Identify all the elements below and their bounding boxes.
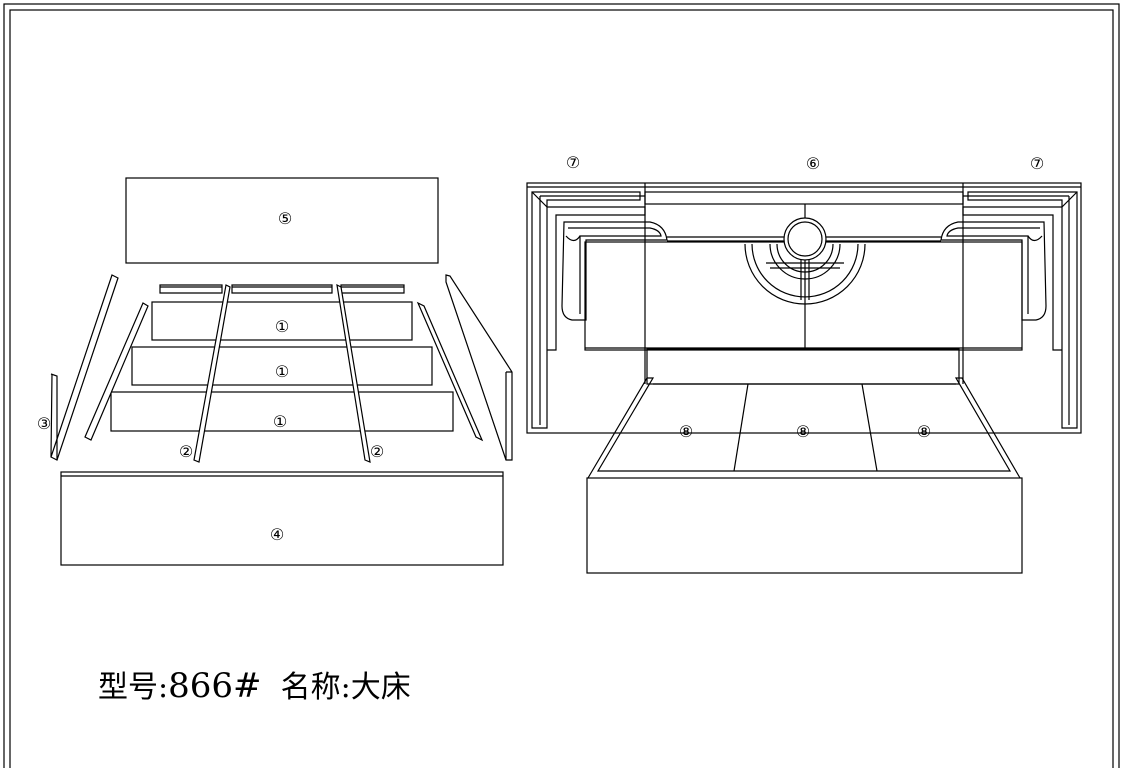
label-8-mid: ⑧ xyxy=(796,422,810,441)
side-panels-3 xyxy=(50,274,513,461)
model-label: 型号: xyxy=(98,670,169,705)
center-supports-2 xyxy=(193,283,371,463)
label-1-mid: ① xyxy=(275,362,289,381)
name-value: 大床 xyxy=(350,670,411,705)
label-8-left: ⑧ xyxy=(679,422,693,441)
label-2-right: ② xyxy=(370,442,384,461)
label-1-bottom: ① xyxy=(273,412,287,431)
label-6: ⑥ xyxy=(806,154,820,173)
model-caption: 型号:866# 名称:大床 xyxy=(98,662,411,706)
exploded-view xyxy=(50,177,513,566)
part-labels: ⑤ ① ① ① ③ ② ② ④ ⑦ ⑥ ⑦ ⑧ ⑧ ⑧ xyxy=(37,153,1044,544)
medallion xyxy=(744,217,866,305)
panel-5-headboard xyxy=(125,177,439,264)
label-1-top: ① xyxy=(275,317,289,336)
page-frame xyxy=(3,3,1120,768)
label-5: ⑤ xyxy=(278,209,292,228)
label-8-right: ⑧ xyxy=(917,422,931,441)
top-rails xyxy=(159,284,405,294)
label-2-left: ② xyxy=(179,442,193,461)
label-4: ④ xyxy=(270,525,284,544)
inner-slats xyxy=(84,301,484,442)
label-7-right: ⑦ xyxy=(1030,154,1044,173)
panel-4-footboard xyxy=(60,471,504,566)
name-label: 名称: xyxy=(280,670,351,705)
slat-boards-1 xyxy=(110,301,454,432)
assembled-view xyxy=(526,182,1082,574)
label-3: ③ xyxy=(37,414,51,433)
model-value: 866# xyxy=(168,666,262,706)
label-7-left: ⑦ xyxy=(566,153,580,172)
